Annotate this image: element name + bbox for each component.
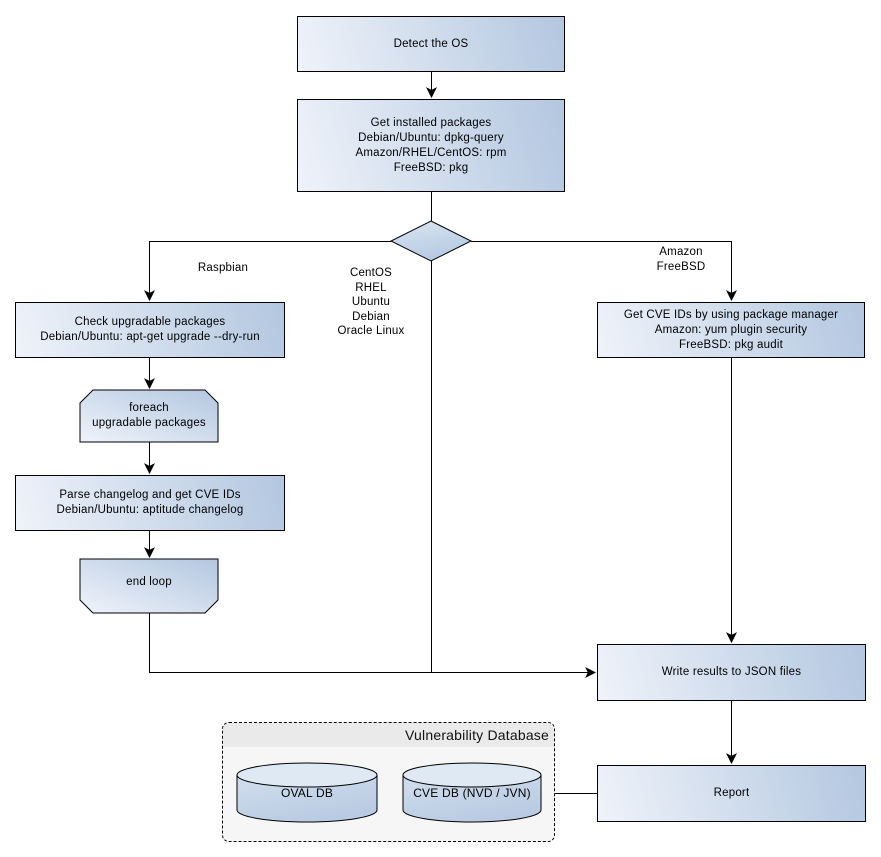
edge-endloop-to-write-results (149, 613, 597, 678)
foreach-loop-shape (79, 389, 219, 443)
node-detect-os: Detect the OS (297, 16, 565, 72)
node-get-cve-ids: Get CVE IDs by using package manager Ama… (597, 302, 865, 358)
node-get-installed-packages: Get installed packages Debian/Ubuntu: dp… (297, 99, 565, 192)
os-decision-diamond (389, 220, 473, 262)
cve-db-label: CVE DB (NVD / JVN) (413, 786, 531, 800)
end-loop-shape (79, 558, 219, 614)
node-report: Report (597, 765, 866, 822)
node-write-results: Write results to JSON files (597, 644, 866, 701)
connector-lines (144, 72, 737, 794)
edge-decision-to-check-upgradable (144, 241, 391, 302)
branch-label-middle-os-list: CentOS RHEL Ubuntu Debian Oracle Linux (337, 267, 405, 337)
node-check-upgradable-packages: Check upgradable packages Debian/Ubuntu:… (15, 302, 285, 358)
edge-decision-to-get-cve-ids (471, 241, 737, 302)
oval-db-cylinder (236, 762, 378, 823)
branch-label-raspbian: Raspbian (197, 262, 249, 274)
vulnerability-database-title: Vulnerability Database (405, 727, 549, 743)
node-end-loop: end loop (126, 575, 172, 588)
node-foreach-loop: foreach upgradable packages (92, 402, 206, 429)
vulnerability-database-title-band: Vulnerability Database (223, 723, 554, 747)
node-parse-changelog: Parse changelog and get CVE IDs Debian/U… (15, 475, 285, 531)
cve-db-cylinder (402, 762, 542, 823)
branch-label-amazon-freebsd: Amazon FreeBSD (656, 246, 706, 273)
oval-db-label: OVAL DB (280, 786, 334, 800)
